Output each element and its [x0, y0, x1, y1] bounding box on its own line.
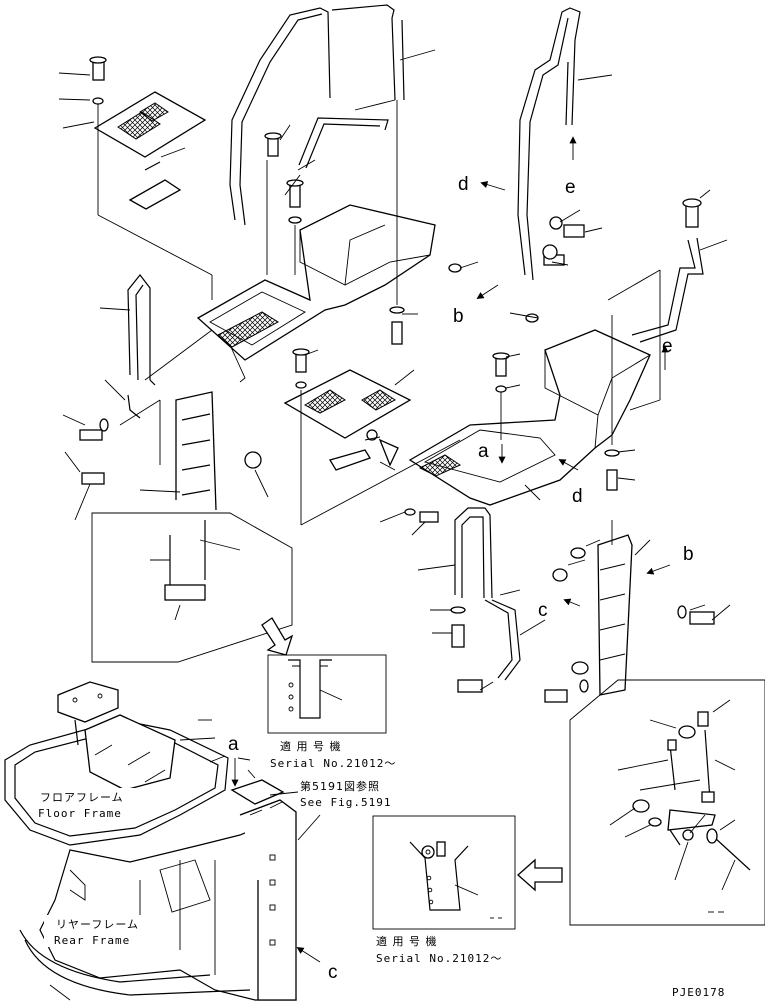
inset-arrow-icon	[517, 858, 563, 892]
center-cover-assembly	[283, 348, 461, 526]
left-step-assembly	[62, 274, 294, 663]
lower-inset-box	[372, 815, 516, 930]
floor-frame-jp: フロアフレーム	[40, 791, 124, 804]
right-step-assembly	[417, 507, 731, 703]
ladder-detail-frame	[91, 512, 293, 663]
rear-frame-en: Rear Frame	[54, 934, 130, 947]
bolt-icon	[391, 321, 403, 345]
washer-icon	[421, 845, 435, 859]
top-center-floor-assembly	[196, 4, 479, 383]
drawing-code: PJE0178	[672, 986, 725, 999]
bolt-icon	[92, 61, 105, 81]
mount-plate	[57, 681, 119, 723]
upper-inset-box	[267, 654, 387, 734]
nut-icon	[570, 547, 586, 559]
bolt-icon	[495, 357, 507, 377]
step-bracket	[597, 534, 633, 696]
view-label-e-mid: e	[662, 336, 673, 357]
nut-icon	[448, 263, 462, 273]
washer-icon	[244, 451, 262, 469]
top-left-cover-assembly	[58, 56, 213, 300]
bolt-icon	[606, 469, 618, 491]
top-right-rail-assembly	[476, 7, 728, 370]
ladder-frame	[175, 391, 217, 511]
bolt-icon	[79, 429, 103, 441]
view-label-e-top: e	[565, 177, 576, 198]
washer-icon	[678, 725, 696, 739]
view-label-c-bottom: c	[328, 962, 338, 983]
view-labels: b d e e a d b c a c	[228, 174, 694, 983]
upper-inset-serial: Serial No.21012～	[270, 757, 396, 770]
side-plate	[239, 799, 297, 1001]
upper-inset-applicable-label: 適 用 号 機	[280, 739, 342, 753]
right-detail-box	[517, 679, 765, 926]
bolt-icon	[457, 679, 483, 693]
frame-labels: 第5191図参照 See Fig.5191 フロアフレーム Floor Fram…	[36, 779, 725, 999]
bolt-icon	[451, 624, 465, 648]
view-label-d-mid: d	[572, 486, 583, 507]
view-label-a-left: a	[228, 734, 239, 755]
bolt-icon	[685, 204, 699, 228]
nut-icon	[632, 799, 650, 813]
bottom-left-frame-assembly	[4, 681, 321, 1001]
seat-block	[84, 714, 176, 791]
view-label-b-top: b	[453, 306, 464, 327]
nut-icon	[552, 568, 568, 582]
washer-icon	[92, 97, 104, 105]
rear-frame-jp: リヤーフレーム	[56, 918, 139, 931]
bolt-icon	[289, 184, 301, 208]
reference-jp: 第5191図参照	[300, 779, 380, 793]
lower-inset: 適 用 号 機 Serial No.21012～	[372, 815, 516, 965]
bolt-icon	[563, 224, 585, 238]
right-detail-frame	[569, 679, 765, 926]
upper-inset: 適 用 号 機 Serial No.21012～	[267, 654, 396, 770]
lower-inset-applicable-label: 適 用 号 機	[376, 934, 438, 948]
right-floor-frame	[379, 269, 661, 536]
view-label-a-top: a	[478, 441, 489, 462]
floor-cover-plate	[283, 369, 412, 439]
bolt-icon	[295, 353, 307, 373]
bolt-icon	[81, 472, 105, 485]
view-label-c-mid: c	[538, 600, 548, 621]
bolt-icon	[267, 137, 279, 157]
reference-en: See Fig.5191	[300, 796, 391, 809]
washer-icon	[549, 216, 563, 230]
view-label-b-right: b	[683, 544, 694, 565]
detail-arrow-icon	[261, 617, 294, 656]
view-label-d-top: d	[458, 174, 469, 195]
floor-frame-en: Floor Frame	[38, 807, 122, 820]
bolt-icon	[544, 689, 568, 703]
bolt-icon	[689, 611, 715, 625]
lower-inset-serial: Serial No.21012～	[376, 952, 502, 965]
right-floor-pan	[408, 329, 651, 506]
